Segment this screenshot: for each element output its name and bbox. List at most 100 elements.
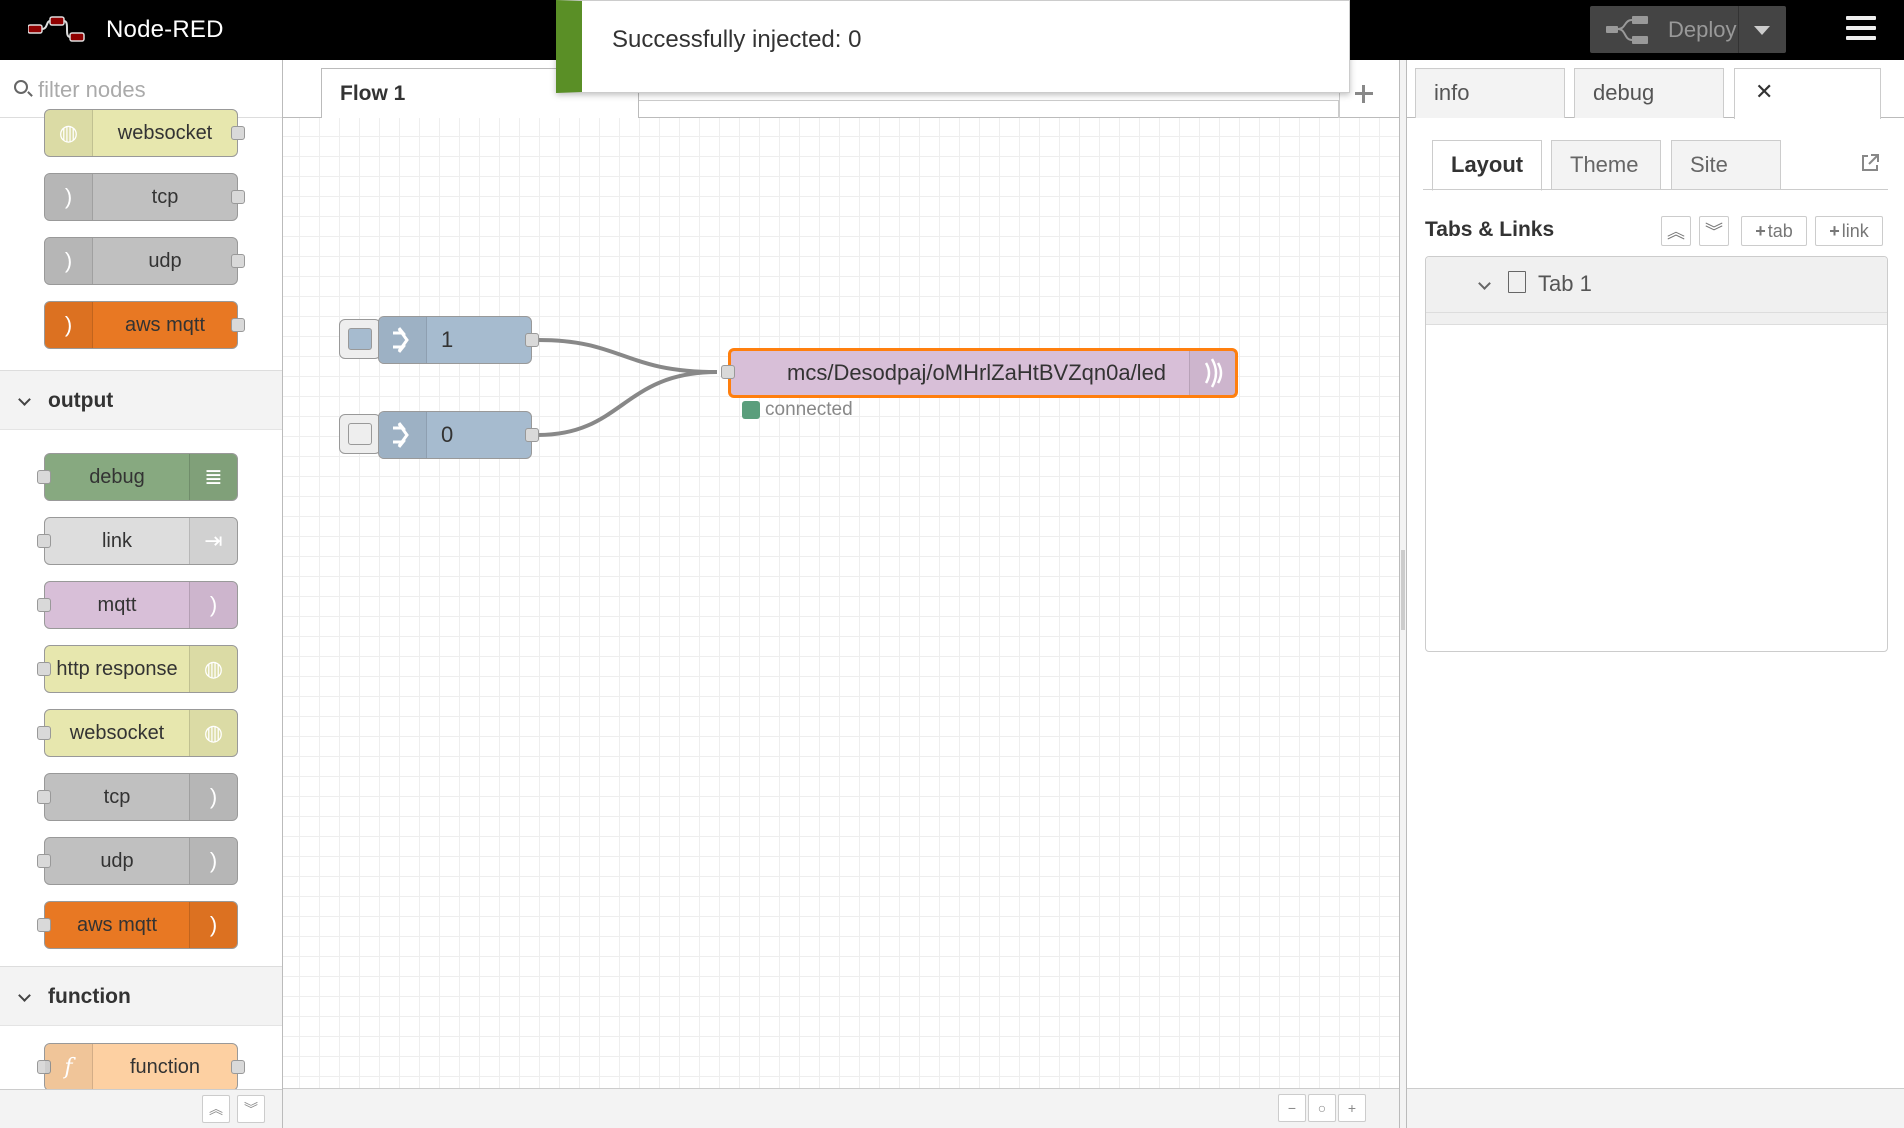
output-port[interactable] (525, 428, 539, 442)
expand-all-icon[interactable]: ︾ (237, 1095, 265, 1123)
palette-output-category: debug ≣ link ⇥ mqtt ) http response ◍ we… (0, 430, 282, 966)
main-menu-button[interactable] (1846, 16, 1876, 42)
tabs-links-tree: Tab 1 (1425, 256, 1888, 652)
tab-site[interactable]: Site (1671, 140, 1781, 190)
add-flow-tab-icon[interactable] (1339, 70, 1387, 118)
inject-button-1[interactable] (339, 319, 381, 359)
collapse-all-icon[interactable]: ︽ (1661, 216, 1691, 246)
zoom-reset-icon[interactable]: ○ (1308, 1094, 1336, 1122)
wire (537, 370, 718, 437)
palette-node-tcp-in[interactable]: ) tcp (44, 173, 245, 221)
palette-node-debug[interactable]: debug ≣ (37, 453, 238, 501)
category-label: function (48, 985, 131, 1008)
sidebar: info debug dashboard ✕ Layout Theme Site… (1407, 60, 1904, 1128)
arrow-in-icon (379, 412, 427, 458)
palette-node-udp-in[interactable]: ) udp (44, 237, 245, 285)
output-port[interactable] (525, 333, 539, 347)
sidebar-footer (1407, 1088, 1904, 1128)
close-icon[interactable]: ✕ (1753, 79, 1872, 105)
palette-node-udp-out[interactable]: udp ) (37, 837, 238, 885)
flow-canvas[interactable]: 1 0 mcs/Desodpaj/oMHrlZaHtBVZqn0a/led co… (283, 118, 1399, 1088)
wire (537, 338, 718, 374)
plus-icon: + (1755, 220, 1766, 241)
palette-category-function-header[interactable]: function (0, 966, 282, 1026)
sidebar-tab-debug[interactable]: debug (1574, 68, 1724, 118)
tab-flow-1[interactable]: Flow 1 (321, 68, 639, 119)
deploy-dropdown-caret-icon[interactable] (1754, 26, 1770, 35)
notification-text: Successfully injected: 0 (612, 26, 862, 53)
page-icon (1508, 271, 1526, 293)
external-link-icon[interactable] (1859, 152, 1881, 174)
filter-placeholder: filter nodes (38, 77, 146, 102)
workspace: Flow 1 1 0 (283, 60, 1399, 1128)
inject-button-0[interactable] (339, 414, 381, 454)
palette-node-mqtt-out[interactable]: mqtt ) (37, 581, 238, 629)
debug-icon: ≣ (189, 454, 237, 500)
expand-all-icon[interactable]: ︾ (1699, 216, 1729, 246)
tab-layout[interactable]: Layout (1432, 140, 1542, 191)
add-link-button[interactable]: +link (1815, 216, 1883, 246)
filter-nodes-input[interactable]: filter nodes (0, 60, 282, 118)
zoom-in-icon[interactable]: + (1338, 1094, 1366, 1122)
zoom-out-icon[interactable]: − (1278, 1094, 1306, 1122)
palette-node-function[interactable]: f function (37, 1043, 245, 1091)
app-title: Node-RED (106, 16, 224, 43)
tab-theme[interactable]: Theme (1551, 140, 1661, 190)
node-status-text: connected (765, 399, 853, 420)
mqtt-out-node[interactable]: mcs/Desodpaj/oMHrlZaHtBVZqn0a/led (721, 348, 1238, 398)
deploy-icon (1606, 15, 1648, 44)
tree-item-tab-1[interactable]: Tab 1 (1426, 257, 1887, 313)
sidebar-tabs: info debug dashboard ✕ (1407, 60, 1904, 119)
palette-function-category: f function (0, 1026, 282, 1091)
add-tab-button[interactable]: +tab (1741, 216, 1807, 246)
bridge-icon: ) (45, 238, 93, 284)
palette-node-aws-mqtt-out[interactable]: aws mqtt ) (37, 901, 238, 949)
palette-node-websocket-out[interactable]: websocket ◍ (37, 709, 238, 757)
bridge-icon: ) (189, 774, 237, 820)
deploy-label: Deploy (1668, 16, 1737, 42)
workspace-footer: − ○ + (283, 1088, 1399, 1128)
tab-label: Flow 1 (340, 82, 406, 105)
bridge-icon: ) (189, 838, 237, 884)
globe-icon: ◍ (189, 646, 237, 692)
deploy-button[interactable]: Deploy (1590, 6, 1786, 53)
inject-node-0[interactable]: 0 (378, 411, 539, 459)
palette-node-link-out[interactable]: link ⇥ (37, 517, 238, 565)
input-port[interactable] (721, 365, 735, 379)
sidebar-splitter[interactable] (1399, 60, 1407, 1128)
search-icon (14, 80, 28, 94)
inject-node-1[interactable]: 1 (378, 316, 539, 364)
link-out-icon: ⇥ (189, 518, 237, 564)
globe-icon: ◍ (189, 710, 237, 756)
chevron-down-icon (18, 989, 31, 1002)
wires (537, 338, 718, 437)
tabs-links-title: Tabs & Links (1425, 218, 1555, 241)
plus-icon: + (1829, 220, 1840, 241)
bridge-icon: ) (189, 902, 237, 948)
palette-category-output-header[interactable]: output (0, 370, 282, 430)
status-dot-icon (742, 401, 760, 419)
palette-footer: ︽ ︾ (0, 1089, 282, 1128)
hamburger-icon (1846, 16, 1876, 20)
bridge-icon: ) (45, 302, 93, 348)
bridge-icon (1189, 351, 1235, 395)
palette-node-tcp-out[interactable]: tcp ) (37, 773, 238, 821)
sidebar-tab-dashboard[interactable]: dashboard ✕ (1734, 68, 1881, 119)
palette-node-websocket-in[interactable]: ◍ websocket (44, 109, 245, 157)
bridge-icon: ) (45, 174, 93, 220)
arrow-in-icon (379, 317, 427, 363)
node-palette: filter nodes ◍ websocket ) tcp ) udp ) a… (0, 60, 283, 1128)
palette-node-aws-mqtt-in[interactable]: ) aws mqtt (44, 301, 245, 349)
bridge-icon: ) (189, 582, 237, 628)
function-icon: f (45, 1044, 93, 1090)
palette-node-http-response[interactable]: http response ◍ (37, 645, 238, 693)
chevron-down-icon[interactable] (1478, 277, 1491, 290)
chevron-down-icon (18, 393, 31, 406)
notification-toast[interactable]: Successfully injected: 0 (556, 0, 1350, 93)
collapse-all-icon[interactable]: ︽ (202, 1095, 230, 1123)
node-red-logo-icon (28, 16, 85, 42)
sidebar-tab-info[interactable]: info (1415, 68, 1565, 118)
category-label: output (48, 389, 114, 412)
globe-icon: ◍ (45, 110, 93, 156)
app-logo: Node-RED (28, 14, 224, 46)
